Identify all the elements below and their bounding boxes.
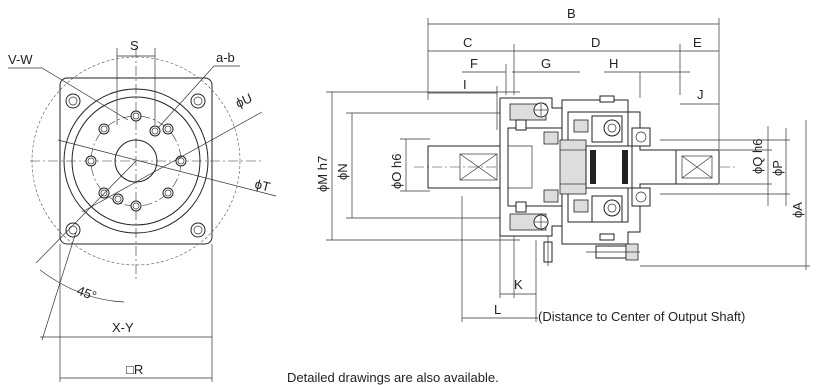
dim-i-label: I [463, 77, 467, 92]
front-pilot-ring-outer [63, 88, 209, 234]
dim-c-label: C [463, 35, 472, 50]
front-pilot-ring-inner [71, 96, 201, 226]
dim-phi-o-label: ϕO h6 [389, 154, 404, 189]
dim-k-label: K [514, 277, 523, 292]
dim-phi-q-label: ϕQ h6 [750, 139, 765, 174]
dim-d-label: D [591, 35, 600, 50]
dim-h-label: H [609, 56, 618, 71]
dim-phi-m-label: ϕM h7 [315, 156, 330, 192]
side-view: B C D E F G H I J ϕM h7 ϕN [315, 6, 810, 324]
dim-phi-p-label: ϕP [770, 160, 785, 176]
dim-a-b-label: a-b [216, 50, 235, 65]
dim-s-label: S [130, 38, 139, 53]
dim-e-label: E [693, 35, 702, 50]
dim-phi-t-label: ϕT [253, 176, 271, 194]
output-shaft-distance-note: (Distance to Center of Output Shaft) [538, 309, 745, 324]
front-tapped-holes [85, 110, 187, 212]
dim-v-w-label: V-W [8, 52, 33, 67]
footer-note: Detailed drawings are also available. [287, 370, 499, 385]
dim-phi-n-label: ϕN [335, 163, 350, 180]
dim-x-y-label: X-Y [112, 320, 134, 335]
dim-phi-a-label: ϕA [790, 202, 805, 218]
dim-b-label: B [567, 6, 576, 21]
dim-phi-u-label: ϕU [233, 90, 254, 110]
dim-g-label: G [541, 56, 551, 71]
front-view: S V-W a-b ϕU ϕT 45° X-Y □R [8, 38, 277, 382]
dim-square-r-label: □R [126, 362, 143, 377]
dim-angle-label: 45° [75, 283, 99, 304]
dim-j-label: J [697, 87, 704, 102]
front-corner-holes [65, 93, 206, 238]
dim-f-label: F [470, 56, 478, 71]
dim-l-label: L [494, 302, 501, 317]
